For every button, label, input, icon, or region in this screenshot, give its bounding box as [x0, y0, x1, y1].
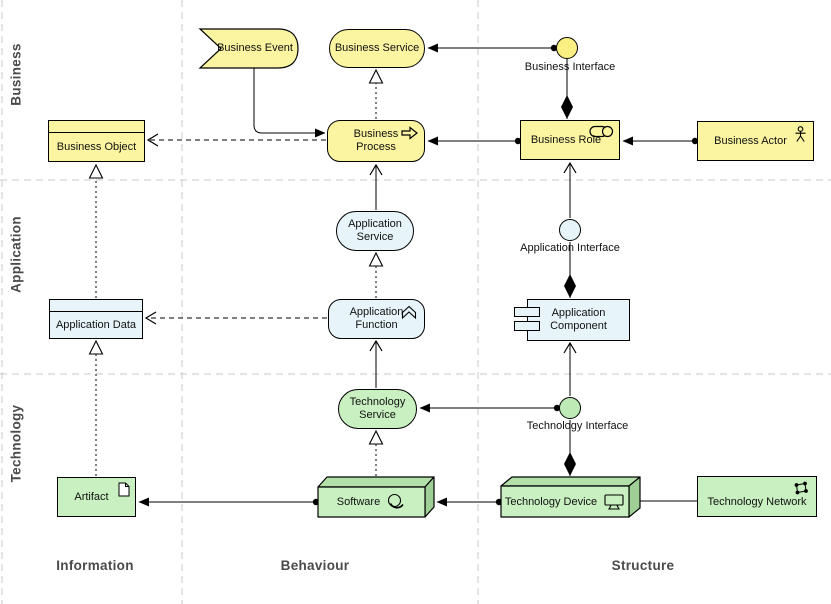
aspect-label-structure: Structure	[611, 558, 675, 573]
technology-interface[interactable]	[559, 397, 581, 419]
business-event[interactable]: Business Event	[212, 29, 298, 68]
process-arrow-icon	[401, 126, 418, 140]
business-interface-label: Business Interface	[524, 61, 616, 73]
artifact-label: Artifact	[74, 490, 109, 503]
application-component[interactable]: Application Component	[514, 299, 630, 341]
application-service[interactable]: Application Service	[336, 211, 414, 251]
component-tab-bottom	[514, 321, 540, 331]
technology-device[interactable]: Technology Device	[503, 486, 627, 517]
application-data-header-band	[50, 300, 142, 312]
layer-label-application: Application	[8, 216, 24, 293]
technology-device-label: Technology Device	[504, 495, 598, 508]
technology-service-label: Technology Service	[349, 396, 406, 421]
network-icon	[793, 481, 809, 495]
application-interface[interactable]	[559, 219, 581, 241]
application-interface-label: Application Interface	[520, 242, 620, 254]
business-object-header-band	[49, 121, 144, 133]
application-function[interactable]: Application Function	[328, 299, 425, 339]
business-event-shape[interactable]	[198, 28, 299, 69]
device-monitor-icon	[603, 493, 625, 510]
system-software-icon	[386, 492, 406, 512]
application-data[interactable]: Application Data	[49, 299, 143, 339]
business-actor[interactable]: Business Actor	[697, 121, 814, 161]
application-data-label: Application Data	[55, 318, 137, 331]
application-component-label: Application Component	[550, 307, 607, 332]
software-node-shape[interactable]	[317, 476, 435, 518]
business-actor-label: Business Actor	[714, 134, 787, 147]
business-object-label: Business Object	[56, 140, 137, 153]
function-icon	[401, 305, 417, 320]
artifact[interactable]: Artifact	[57, 477, 136, 517]
layer-label-technology: Technology	[8, 404, 24, 483]
connector-triggering-event-to-process[interactable]	[253, 68, 326, 138]
business-process[interactable]: Business Process	[327, 120, 425, 162]
software-label: Software	[336, 496, 381, 508]
aspect-label-behaviour: Behaviour	[280, 558, 350, 573]
business-role[interactable]: Business Role	[520, 120, 620, 160]
software[interactable]: Software	[318, 487, 425, 517]
application-service-label: Application Service	[348, 218, 402, 243]
role-icon	[589, 125, 614, 138]
technology-network[interactable]: Technology Network	[697, 476, 817, 517]
technology-interface-label: Technology Interface	[526, 420, 629, 432]
technology-service[interactable]: Technology Service	[338, 389, 417, 429]
component-tab-top	[514, 307, 540, 317]
business-service-label: Business Service	[334, 42, 420, 54]
business-object[interactable]: Business Object	[48, 120, 145, 162]
business-interface[interactable]	[556, 37, 578, 59]
application-function-label: Application Function	[349, 306, 404, 331]
artifact-document-icon	[118, 482, 130, 497]
technology-device-node-shape[interactable]	[500, 476, 641, 518]
actor-icon	[794, 126, 807, 143]
aspect-label-information: Information	[56, 558, 134, 573]
business-role-label: Business Role	[530, 133, 602, 146]
technology-network-label: Technology Network	[707, 496, 807, 508]
layer-label-business: Business	[8, 43, 24, 106]
business-service[interactable]: Business Service	[329, 29, 425, 68]
business-process-label: Business Process	[353, 128, 399, 153]
business-event-label: Business Event	[217, 42, 293, 54]
